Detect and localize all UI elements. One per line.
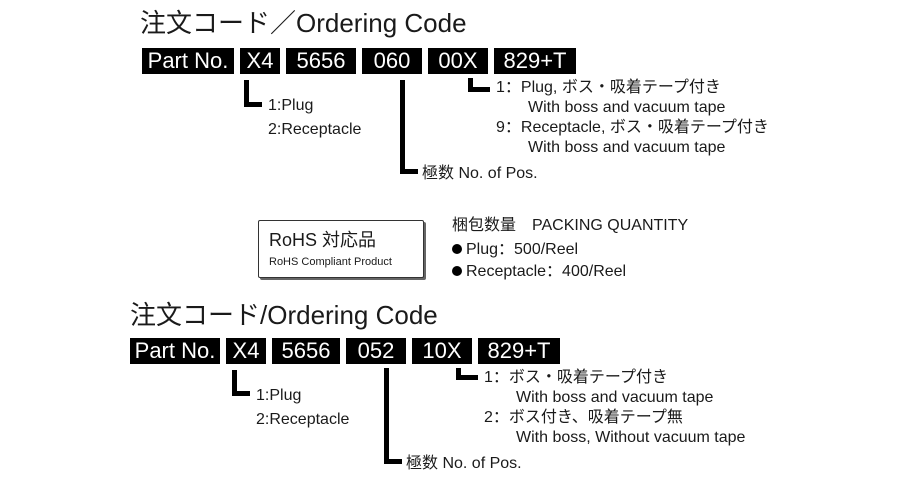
type-option-plug: 1:Plug xyxy=(256,387,302,404)
suffix-option-2-desc: With boss, Without vacuum tape xyxy=(516,429,746,446)
connector-type xyxy=(244,80,249,107)
code-family: 5656 xyxy=(286,48,356,74)
part-no-label: Part No. xyxy=(142,48,234,74)
rohs-title: RoHS 対応品 xyxy=(269,230,377,250)
positions-label: 極数 No. of Pos. xyxy=(406,455,522,472)
code-series: X4 xyxy=(240,48,280,74)
bullet-icon xyxy=(452,244,462,254)
code-family: 5656 xyxy=(272,338,340,364)
connector-suffix xyxy=(468,78,473,92)
rohs-badge: RoHS 対応品 RoHS Compliant Product xyxy=(258,220,424,278)
code-suffix: 10X xyxy=(412,338,472,364)
packing-item-receptacle: Receptacle：400/Reel xyxy=(452,262,626,282)
type-option-plug: 1:Plug xyxy=(268,97,314,114)
positions-label: 極数 No. of Pos. xyxy=(422,165,538,182)
rohs-subtitle: RoHS Compliant Product xyxy=(269,256,392,268)
type-option-receptacle: 2:Receptacle xyxy=(256,411,350,428)
bullet-icon xyxy=(452,266,462,276)
connector-positions xyxy=(384,368,389,464)
code-positions: 052 xyxy=(346,338,406,364)
code-series: X4 xyxy=(226,338,266,364)
suffix-option-1-desc: With boss and vacuum tape xyxy=(528,99,726,116)
code-packing: 829+T xyxy=(494,48,576,74)
suffix-option-1: 1：Plug, ボス・吸着テープ付き xyxy=(496,79,721,96)
connector-positions xyxy=(400,80,405,174)
section2-title: 注文コード/Ordering Code xyxy=(130,300,438,330)
part-no-label: Part No. xyxy=(130,338,220,364)
code-positions: 060 xyxy=(362,48,422,74)
packing-item-plug: Plug：500/Reel xyxy=(452,240,578,260)
suffix-option-1-desc: With boss and vacuum tape xyxy=(516,389,714,406)
code-suffix: 00X xyxy=(428,48,488,74)
connector-suffix xyxy=(456,368,461,380)
connector-type xyxy=(232,370,237,396)
suffix-option-9-desc: With boss and vacuum tape xyxy=(528,139,726,156)
code-packing: 829+T xyxy=(478,338,560,364)
section1-title: 注文コード／Ordering Code xyxy=(140,8,467,38)
suffix-option-1: 1：ボス・吸着テープ付き xyxy=(484,369,668,386)
suffix-option-2: 2：ボス付き、吸着テープ無 xyxy=(484,409,683,426)
type-option-receptacle: 2:Receptacle xyxy=(268,121,362,138)
suffix-option-9: 9：Receptacle, ボス・吸着テープ付き xyxy=(496,119,769,136)
packing-heading: 梱包数量 PACKING QUANTITY xyxy=(452,217,689,234)
